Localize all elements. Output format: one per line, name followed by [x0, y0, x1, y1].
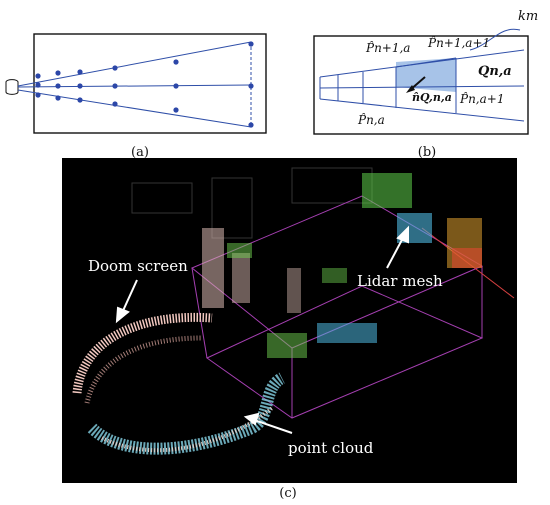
caption-c: (c): [279, 486, 297, 501]
label-p-n-a1: P̂n,a+1: [459, 91, 504, 106]
panel-b-figure: P̂n+1,a P̂n+1,a+1 Qn,a n̂Q,n,a P̂n,a+1 P…: [313, 9, 538, 135]
label-p-n1-a: P̂n+1,a: [365, 40, 410, 55]
building-points: [202, 228, 301, 313]
annotation-point-cloud: point cloud: [288, 439, 374, 457]
lidar-mesh-points: [227, 173, 482, 358]
label-normal: n̂Q,n,a: [412, 91, 452, 104]
label-p-n1-a1: P̂n+1,a+1: [427, 35, 490, 50]
panel-c-figure: Doom screen Lidar mesh point cloud: [62, 158, 517, 483]
label-km: km: [518, 9, 538, 24]
ground-points: [87, 372, 286, 455]
annotation-lidar-mesh: Lidar mesh: [357, 272, 443, 290]
label-q: Qn,a: [478, 64, 512, 79]
caption-b: (b): [417, 145, 437, 160]
camera-icon: [5, 79, 19, 95]
annotation-arrows: [115, 225, 409, 434]
panel-c: Doom screen Lidar mesh point cloud: [62, 158, 517, 483]
panel-a: [0, 30, 272, 145]
sample-points: [35, 41, 254, 128]
panel-b: P̂n+1,a P̂n+1,a+1 Qn,a n̂Q,n,a P̂n,a+1 P…: [300, 0, 550, 145]
caption-a: (a): [131, 145, 149, 160]
pointcloud-background: [62, 158, 517, 483]
annotation-doom-screen: Doom screen: [88, 257, 188, 275]
label-p-n-a: P̂n,a: [357, 112, 385, 127]
panel-a-figure: [5, 33, 267, 134]
frustum-grid: [319, 49, 525, 122]
doom-screen-points: [72, 312, 213, 394]
mesh-patch: [396, 58, 456, 92]
km-pointer: [469, 28, 521, 51]
panel-a-frame: [33, 33, 267, 134]
normal-arrow-icon: [406, 76, 426, 93]
